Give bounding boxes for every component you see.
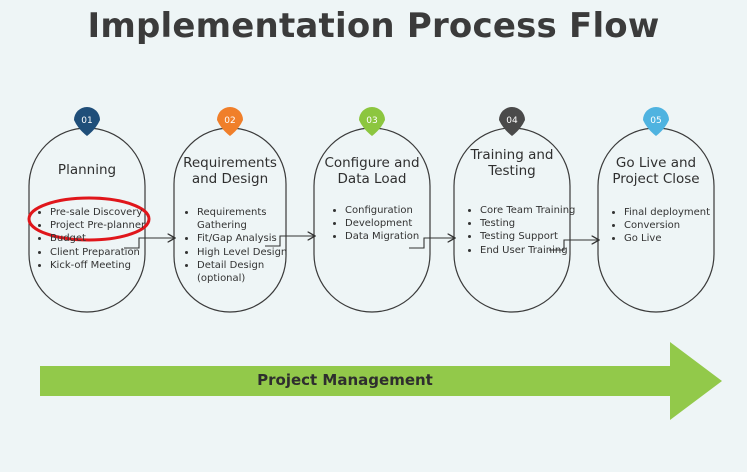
stage-item: Testing Support bbox=[480, 230, 592, 243]
stage-items-01: Pre-sale DiscoveryProject Pre-plannerBud… bbox=[38, 206, 162, 272]
stage-title-05: Go Live and Project Close bbox=[612, 155, 700, 187]
stage-badge-02: 02 bbox=[217, 107, 243, 136]
highlight-circle bbox=[27, 196, 151, 242]
stage-title-01: Planning bbox=[57, 162, 117, 178]
stage-badge-04: 04 bbox=[499, 107, 525, 136]
connector-arrow-4 bbox=[549, 240, 598, 251]
connector-arrow-1 bbox=[124, 238, 174, 249]
stage-title-02: Requirements and Design bbox=[183, 155, 277, 187]
stage-item: Pre-sale Discovery bbox=[50, 206, 162, 219]
connector-arrow-2 bbox=[265, 236, 314, 247]
stage-number-05: 05 bbox=[650, 116, 661, 126]
stage-item: Client Preparation bbox=[50, 246, 162, 259]
stage-title-03: Configure and Data Load bbox=[324, 155, 420, 187]
stage-item: Development bbox=[345, 217, 457, 230]
stage-items-02: Requirements GatheringFit/Gap AnalysisHi… bbox=[185, 206, 307, 285]
stage-item: Fit/Gap Analysis bbox=[197, 232, 307, 245]
stage-items-04: Core Team TrainingTestingTesting Support… bbox=[468, 204, 592, 257]
stage-item: Configuration bbox=[345, 204, 457, 217]
stage-outline-04 bbox=[453, 127, 571, 313]
stage-item: Conversion bbox=[624, 219, 736, 232]
page-title: Implementation Process Flow bbox=[87, 6, 660, 46]
project-management-label: Project Management bbox=[257, 371, 433, 389]
stage-item: End User Training bbox=[480, 244, 592, 257]
stage-badge-01: 01 bbox=[74, 107, 100, 136]
stage-number-01: 01 bbox=[81, 116, 92, 126]
stage-number-04: 04 bbox=[506, 116, 518, 126]
stage-item: Core Team Training bbox=[480, 204, 592, 217]
stage-item: Kick-off Meeting bbox=[50, 259, 162, 272]
stage-items-05: Final deploymentConversionGo Live bbox=[612, 206, 736, 246]
stage-number-03: 03 bbox=[366, 116, 377, 126]
stage-item: Final deployment bbox=[624, 206, 736, 219]
stage-item: Go Live bbox=[624, 232, 736, 245]
stage-title-04: Training and Testing bbox=[470, 147, 554, 179]
stage-item: Requirements Gathering bbox=[197, 206, 307, 232]
stage-outline-01 bbox=[28, 127, 146, 313]
stage-badge-05: 05 bbox=[643, 107, 669, 136]
stage-outline-02 bbox=[173, 127, 287, 313]
connector-arrow-3 bbox=[409, 238, 454, 249]
stage-item: Detail Design (optional) bbox=[197, 259, 307, 285]
stage-item: Budget bbox=[50, 232, 162, 245]
project-management-arrow bbox=[40, 342, 722, 420]
stage-item: Testing bbox=[480, 217, 592, 230]
stage-item: Data Migration bbox=[345, 230, 457, 243]
stage-number-02: 02 bbox=[224, 116, 235, 126]
stage-item: Project Pre-planner bbox=[50, 219, 162, 232]
stage-item: High Level Design bbox=[197, 246, 307, 259]
stage-outline-05 bbox=[597, 127, 715, 313]
stage-items-03: ConfigurationDevelopmentData Migration bbox=[333, 204, 457, 244]
stage-outline-03 bbox=[313, 127, 431, 313]
stage-badge-03: 03 bbox=[359, 107, 385, 136]
